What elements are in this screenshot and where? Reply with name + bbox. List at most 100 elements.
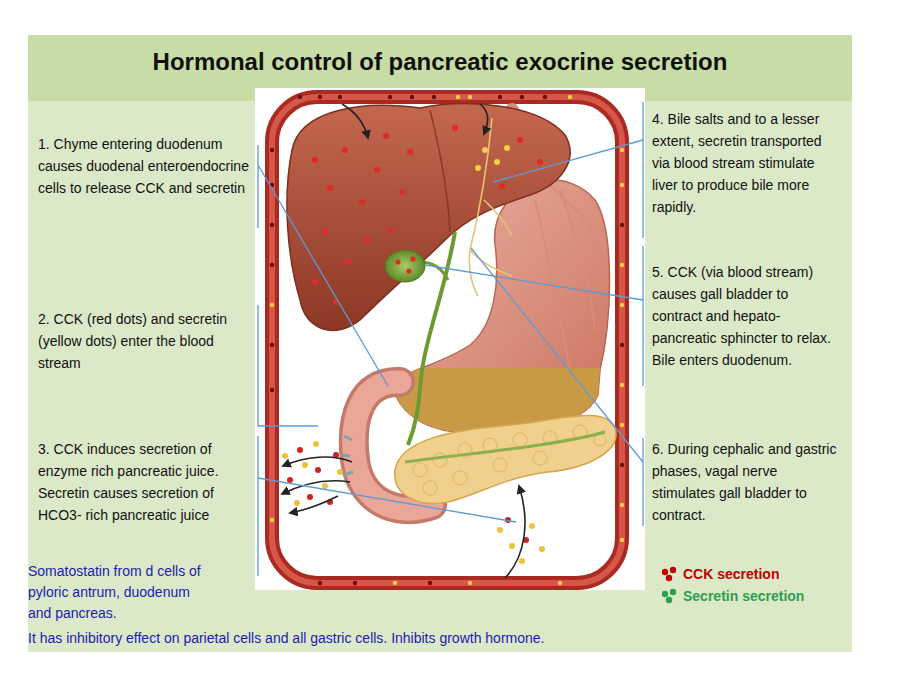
legend-row: Secretin secretion bbox=[660, 587, 804, 605]
bracket-line bbox=[257, 145, 258, 228]
vessel-dots bbox=[270, 95, 624, 585]
secretin-dot bbox=[620, 183, 624, 187]
secretin-dot bbox=[494, 159, 500, 165]
callout-text: 2. CCK (red dots) and secretin (yellow d… bbox=[38, 308, 253, 374]
secretin-dot bbox=[270, 303, 274, 307]
cck-dot bbox=[620, 463, 624, 467]
secretin-dot bbox=[468, 581, 472, 585]
gall-bladder bbox=[385, 250, 425, 282]
flow-arrow bbox=[480, 104, 488, 134]
cck-dot bbox=[270, 263, 274, 267]
swatch-dot bbox=[666, 597, 672, 603]
lobule bbox=[433, 453, 447, 467]
flow-arrows bbox=[282, 104, 525, 578]
secretin-dot bbox=[497, 527, 503, 533]
flow-arrow bbox=[505, 486, 525, 578]
secretin-dot bbox=[620, 303, 624, 307]
secretin-dot bbox=[620, 423, 624, 427]
secretin-dot bbox=[620, 263, 624, 267]
bracket-line bbox=[642, 102, 643, 238]
cck-dot bbox=[312, 157, 318, 163]
cck-dot bbox=[383, 133, 389, 139]
secretin-dot bbox=[270, 518, 274, 522]
leader-line bbox=[471, 248, 643, 462]
secretin-dot bbox=[558, 581, 562, 585]
secretin-dot bbox=[282, 453, 288, 459]
callout-text: 3. CCK induces secretion of enzyme rich … bbox=[38, 438, 253, 526]
leader-line bbox=[493, 140, 643, 182]
cck-dot bbox=[270, 343, 274, 347]
cck-dot bbox=[432, 95, 436, 99]
secretin-dot bbox=[294, 500, 300, 506]
callout-text-slot: 3. CCK induces secretion of enzyme rich … bbox=[38, 438, 253, 526]
secretin-dot bbox=[322, 483, 328, 489]
secretin-dot bbox=[620, 538, 624, 542]
cck-dot bbox=[342, 147, 348, 153]
lobule bbox=[513, 433, 527, 447]
secretin-dot bbox=[509, 543, 515, 549]
cck-dot bbox=[499, 183, 505, 189]
secretin-dot bbox=[482, 147, 488, 153]
cck-dot bbox=[410, 95, 414, 99]
callout-text: 4. Bile salts and to a lesser extent, se… bbox=[652, 108, 837, 218]
cck-dot bbox=[364, 237, 370, 243]
callout-text-slot: 2. CCK (red dots) and secretin (yellow d… bbox=[38, 308, 253, 374]
legend-text: CCK secretion bbox=[683, 565, 779, 583]
cck-dot bbox=[520, 95, 524, 99]
secretin-dot bbox=[519, 558, 525, 564]
lobule bbox=[423, 481, 437, 495]
cck-dot bbox=[388, 95, 392, 99]
cck-dot bbox=[543, 95, 547, 99]
cck-dot bbox=[537, 159, 543, 165]
cck-dot bbox=[410, 256, 415, 261]
pancreas-lobules bbox=[413, 425, 606, 495]
note-text-slot: It has inhibitory effect on parietal cel… bbox=[28, 628, 544, 648]
cck-dot bbox=[318, 581, 322, 585]
cck-dot bbox=[307, 494, 313, 500]
flow-arrow bbox=[283, 457, 352, 466]
cck-dot bbox=[338, 95, 342, 99]
cck-dot bbox=[270, 148, 274, 152]
secretin-dot bbox=[539, 546, 545, 552]
secretin-dot bbox=[337, 469, 343, 475]
cck-dot bbox=[406, 268, 411, 273]
cck-dot bbox=[327, 185, 333, 191]
secretin-dot bbox=[620, 383, 624, 387]
lobule bbox=[413, 463, 427, 477]
leader-line bbox=[425, 265, 643, 300]
enteroendocrine-cells bbox=[341, 436, 353, 475]
cck-dot bbox=[374, 167, 380, 173]
cck-dot bbox=[315, 467, 321, 473]
cck-dot bbox=[287, 477, 293, 483]
callout-text: 6. During cephalic and gastric phases, v… bbox=[652, 438, 837, 526]
secretin-dot bbox=[568, 95, 572, 99]
legend-row: CCK secretion bbox=[660, 565, 779, 583]
legend-swatch bbox=[660, 566, 680, 582]
secretin-dot bbox=[456, 95, 460, 99]
pancreas bbox=[395, 416, 616, 504]
note-text: Somatostatin from d cells of pyloric ant… bbox=[28, 561, 214, 624]
cck-dot bbox=[298, 95, 302, 99]
callout-text: 1. Chyme entering duodenum causes duoden… bbox=[38, 133, 253, 199]
secretin-dot bbox=[620, 503, 624, 507]
cck-dot bbox=[399, 189, 405, 195]
callout-text-slot: 6. During cephalic and gastric phases, v… bbox=[652, 438, 837, 526]
cck-dot bbox=[297, 447, 303, 453]
cck-dot bbox=[270, 223, 274, 227]
secretin-dot bbox=[468, 95, 472, 99]
secretin-dot bbox=[620, 148, 624, 152]
liver-ligament bbox=[430, 110, 450, 232]
secretin-dot bbox=[313, 441, 319, 447]
cck-dot bbox=[359, 199, 365, 205]
cck-dot bbox=[620, 223, 624, 227]
callout-text-slot: 5. CCK (via blood stream) causes gall bl… bbox=[652, 261, 837, 371]
swatch-dot bbox=[662, 569, 668, 575]
lobule bbox=[453, 471, 467, 485]
cck-dot bbox=[318, 95, 322, 99]
hormone-dots bbox=[282, 441, 545, 564]
cck-dot bbox=[517, 137, 523, 143]
swatch-dot bbox=[666, 575, 672, 581]
cck-dot bbox=[322, 229, 328, 235]
secretin-dot bbox=[393, 581, 397, 585]
